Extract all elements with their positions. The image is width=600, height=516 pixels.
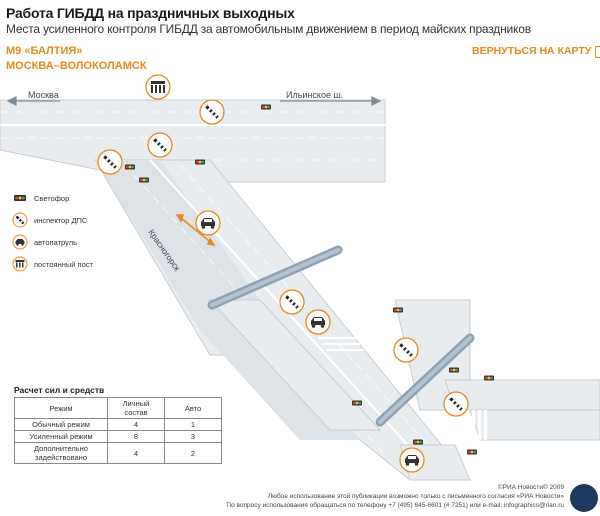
calc-mode: Дополнительно задействовано xyxy=(14,442,108,464)
traffic-light-icon xyxy=(195,159,205,165)
patrol-car-icon[interactable] xyxy=(399,447,425,473)
traffic-light-icon xyxy=(125,164,135,170)
back-to-map-label: ВЕРНУТЬСЯ НА КАРТУ xyxy=(472,45,592,57)
legend-label: Светофор xyxy=(34,193,70,203)
traffic-inspector-icon[interactable] xyxy=(279,289,305,315)
table-row: Обычный режим 4 1 xyxy=(14,418,222,431)
calc-staff: 4 xyxy=(107,418,165,431)
legend-label: автопатруль xyxy=(34,237,77,247)
police-post-icon[interactable] xyxy=(145,74,171,100)
calc-cars: 3 xyxy=(164,430,222,443)
traffic-inspector-icon[interactable] xyxy=(199,99,225,125)
traffic-light-icon xyxy=(467,449,477,455)
legend-item-traffic-light: Светофор xyxy=(12,190,69,206)
traffic-light-icon xyxy=(12,190,28,206)
calc-mode: Обычный режим xyxy=(14,418,108,431)
calc-staff: 8 xyxy=(107,430,165,443)
footer-copyright: ©РИА Новости© 2009 xyxy=(497,484,564,491)
traffic-light-icon xyxy=(484,375,494,381)
table-row: Дополнительно задействовано 4 2 xyxy=(14,442,222,464)
page-subtitle: Места усиленного контроля ГИБДД за автом… xyxy=(6,22,531,36)
calc-cars: 2 xyxy=(164,442,222,464)
traffic-inspector-icon xyxy=(12,212,28,228)
label-moscow: Москва xyxy=(28,90,59,100)
road-map: Москва Ильинское ш. Красногорск xyxy=(0,74,600,481)
traffic-light-icon xyxy=(393,307,403,313)
legend-item-police-post: постоянный пост xyxy=(12,256,93,272)
calc-title: Расчет сил и средств xyxy=(14,385,105,395)
arrow-right-icon: › xyxy=(595,46,600,58)
traffic-light-icon xyxy=(413,439,423,445)
traffic-light-icon xyxy=(139,177,149,183)
footer-contact: По вопросу использования обращаться по т… xyxy=(226,502,564,509)
calc-header-mode: Режим xyxy=(14,397,108,419)
route-direction: МОСКВА–ВОЛОКОЛАМСК xyxy=(6,60,147,72)
traffic-light-icon xyxy=(261,104,271,110)
patrol-car-icon[interactable] xyxy=(195,210,221,236)
ria-logo-icon xyxy=(570,484,598,512)
calc-table: Режим Личный состав Авто Обычный режим 4… xyxy=(14,397,222,464)
police-post-icon xyxy=(12,256,28,272)
legend-label: постоянный пост xyxy=(34,259,93,269)
traffic-inspector-icon[interactable] xyxy=(97,149,123,175)
legend-item-patrol-car: автопатруль xyxy=(12,234,77,250)
calc-header-staff: Личный состав xyxy=(107,397,165,419)
route-info: М9 «БАЛТИЯ» МОСКВА–ВОЛОКОЛАМСК xyxy=(6,44,147,74)
calc-staff: 4 xyxy=(107,442,165,464)
label-ilyinskoe: Ильинское ш. xyxy=(286,90,343,100)
traffic-light-icon xyxy=(352,400,362,406)
table-row: Усиленный режим 8 3 xyxy=(14,430,222,443)
calc-header-cars: Авто xyxy=(164,397,222,419)
legend-item-inspector: инспектор ДПС xyxy=(12,212,87,228)
route-name: М9 «БАЛТИЯ» xyxy=(6,45,83,57)
patrol-car-icon[interactable] xyxy=(305,309,331,335)
footer-usage: Любое использование этой публикации возм… xyxy=(267,493,564,500)
patrol-car-icon xyxy=(12,234,28,250)
traffic-inspector-icon[interactable] xyxy=(147,132,173,158)
traffic-inspector-icon[interactable] xyxy=(443,391,469,417)
traffic-inspector-icon[interactable] xyxy=(393,337,419,363)
calc-cars: 1 xyxy=(164,418,222,431)
page-title: Работа ГИБДД на праздничных выходных xyxy=(6,5,295,21)
legend-label: инспектор ДПС xyxy=(34,215,88,225)
traffic-light-icon xyxy=(449,367,459,373)
calc-mode: Усиленный режим xyxy=(14,430,108,443)
back-to-map-link[interactable]: ВЕРНУТЬСЯ НА КАРТУ› xyxy=(472,45,600,58)
